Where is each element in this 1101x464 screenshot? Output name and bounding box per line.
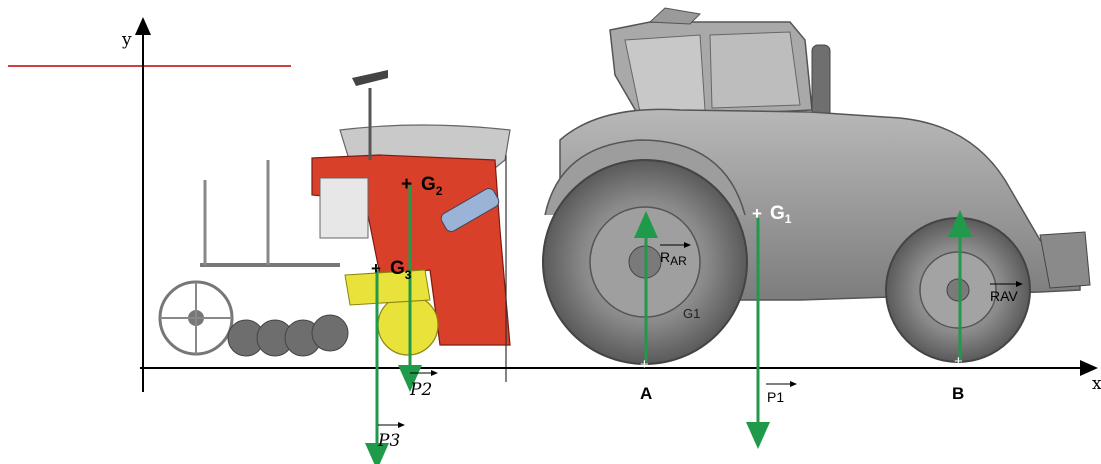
seeder-illustration (158, 70, 511, 357)
rav-label: RAV (990, 288, 1018, 304)
g3-marker: + G3 (371, 258, 412, 282)
point-b-label: B (952, 384, 964, 403)
contact-a-marker: + (640, 356, 649, 373)
p3-label: P3 (377, 431, 400, 451)
r-ar-label-group: RAR (660, 242, 691, 268)
wheel-g1-label: G1 (683, 306, 700, 321)
point-a-label: A (640, 384, 652, 403)
contact-b-marker: + (954, 353, 963, 370)
g3-label: G (390, 258, 405, 279)
g2-marker: + G2 (401, 174, 443, 198)
p2-label-group: P2 (409, 370, 438, 400)
rav-label-group: RAV (990, 281, 1023, 304)
g2-sub: 2 (436, 184, 443, 198)
y-axis-label: y (121, 30, 132, 50)
r-ar-sub: AR (670, 254, 687, 268)
g1-marker: + G1 (752, 203, 792, 226)
tractor-illustration (542, 7, 1091, 365)
g1-sub: 1 (785, 212, 792, 226)
r-ar-label: R (660, 249, 670, 265)
svg-text:+: + (371, 259, 381, 278)
svg-text:+: + (401, 174, 412, 195)
p3-label-group: P3 (377, 422, 405, 451)
g2-label: G (421, 174, 436, 195)
svg-text:+: + (752, 204, 762, 223)
p2-label: P2 (409, 380, 432, 400)
svg-text:G2: G2 (421, 174, 443, 198)
svg-text:G1: G1 (770, 203, 792, 226)
svg-text:G3: G3 (390, 258, 412, 282)
g3-sub: 3 (405, 268, 412, 282)
svg-text:RAR: RAR (660, 249, 687, 268)
p1-label: P1 (767, 389, 784, 405)
x-axis-label: x (1092, 374, 1101, 394)
g1-label: G (770, 203, 785, 224)
p1-label-group: P1 (766, 381, 797, 405)
